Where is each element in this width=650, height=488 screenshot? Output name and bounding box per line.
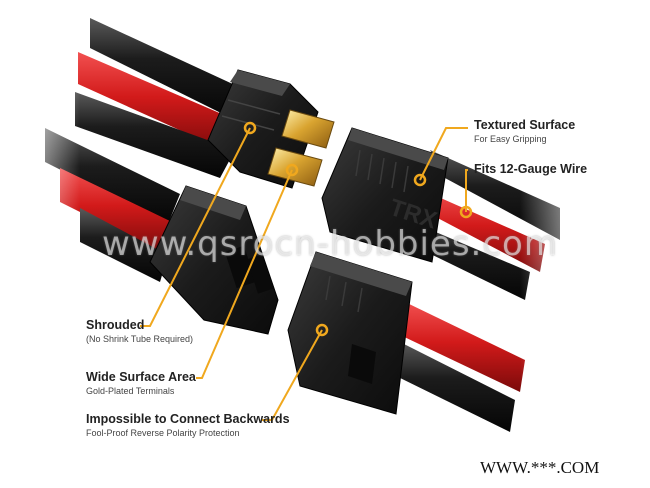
footer-watermark: WWW.***.COM bbox=[480, 458, 600, 477]
marker-textured bbox=[413, 173, 427, 187]
female-connector-upper: TRX bbox=[321, 127, 449, 263]
callout-subtitle: For Easy Gripping bbox=[474, 134, 547, 144]
callout-title: Impossible to Connect Backwards bbox=[86, 412, 290, 426]
callout-subtitle: Gold-Plated Terminals bbox=[86, 386, 175, 396]
callout-markers bbox=[243, 121, 473, 337]
callout-lines bbox=[140, 127, 468, 421]
callout-title: Textured Surface bbox=[474, 118, 576, 132]
marker-gauge bbox=[459, 205, 473, 219]
marker-backwards bbox=[315, 323, 329, 337]
upper-left-wires bbox=[75, 18, 250, 178]
callout-wide-surface: Wide Surface Area Gold-Plated Terminals bbox=[86, 370, 196, 397]
callout-title: Shrouded bbox=[86, 318, 145, 332]
callout-polarity: Impossible to Connect Backwards Fool-Pro… bbox=[86, 412, 290, 439]
lower-right-wires bbox=[392, 302, 525, 432]
callout-wire-gauge: Fits 12-Gauge Wire bbox=[474, 162, 587, 177]
female-connector-lower bbox=[287, 251, 413, 415]
callout-subtitle: Fool-Proof Reverse Polarity Protection bbox=[86, 428, 240, 438]
watermark-text: www.qsrocn-hobbies.com bbox=[102, 224, 558, 264]
callout-shrouded: Shrouded (No Shrink Tube Required) bbox=[86, 318, 193, 345]
callout-textured-surface: Textured Surface For Easy Gripping bbox=[474, 118, 575, 145]
callout-title: Wide Surface Area bbox=[86, 370, 196, 384]
callout-subtitle: (No Shrink Tube Required) bbox=[86, 334, 194, 344]
marker-wide bbox=[285, 163, 299, 177]
callout-title: Fits 12-Gauge Wire bbox=[474, 162, 588, 176]
marker-shrouded bbox=[243, 121, 257, 135]
